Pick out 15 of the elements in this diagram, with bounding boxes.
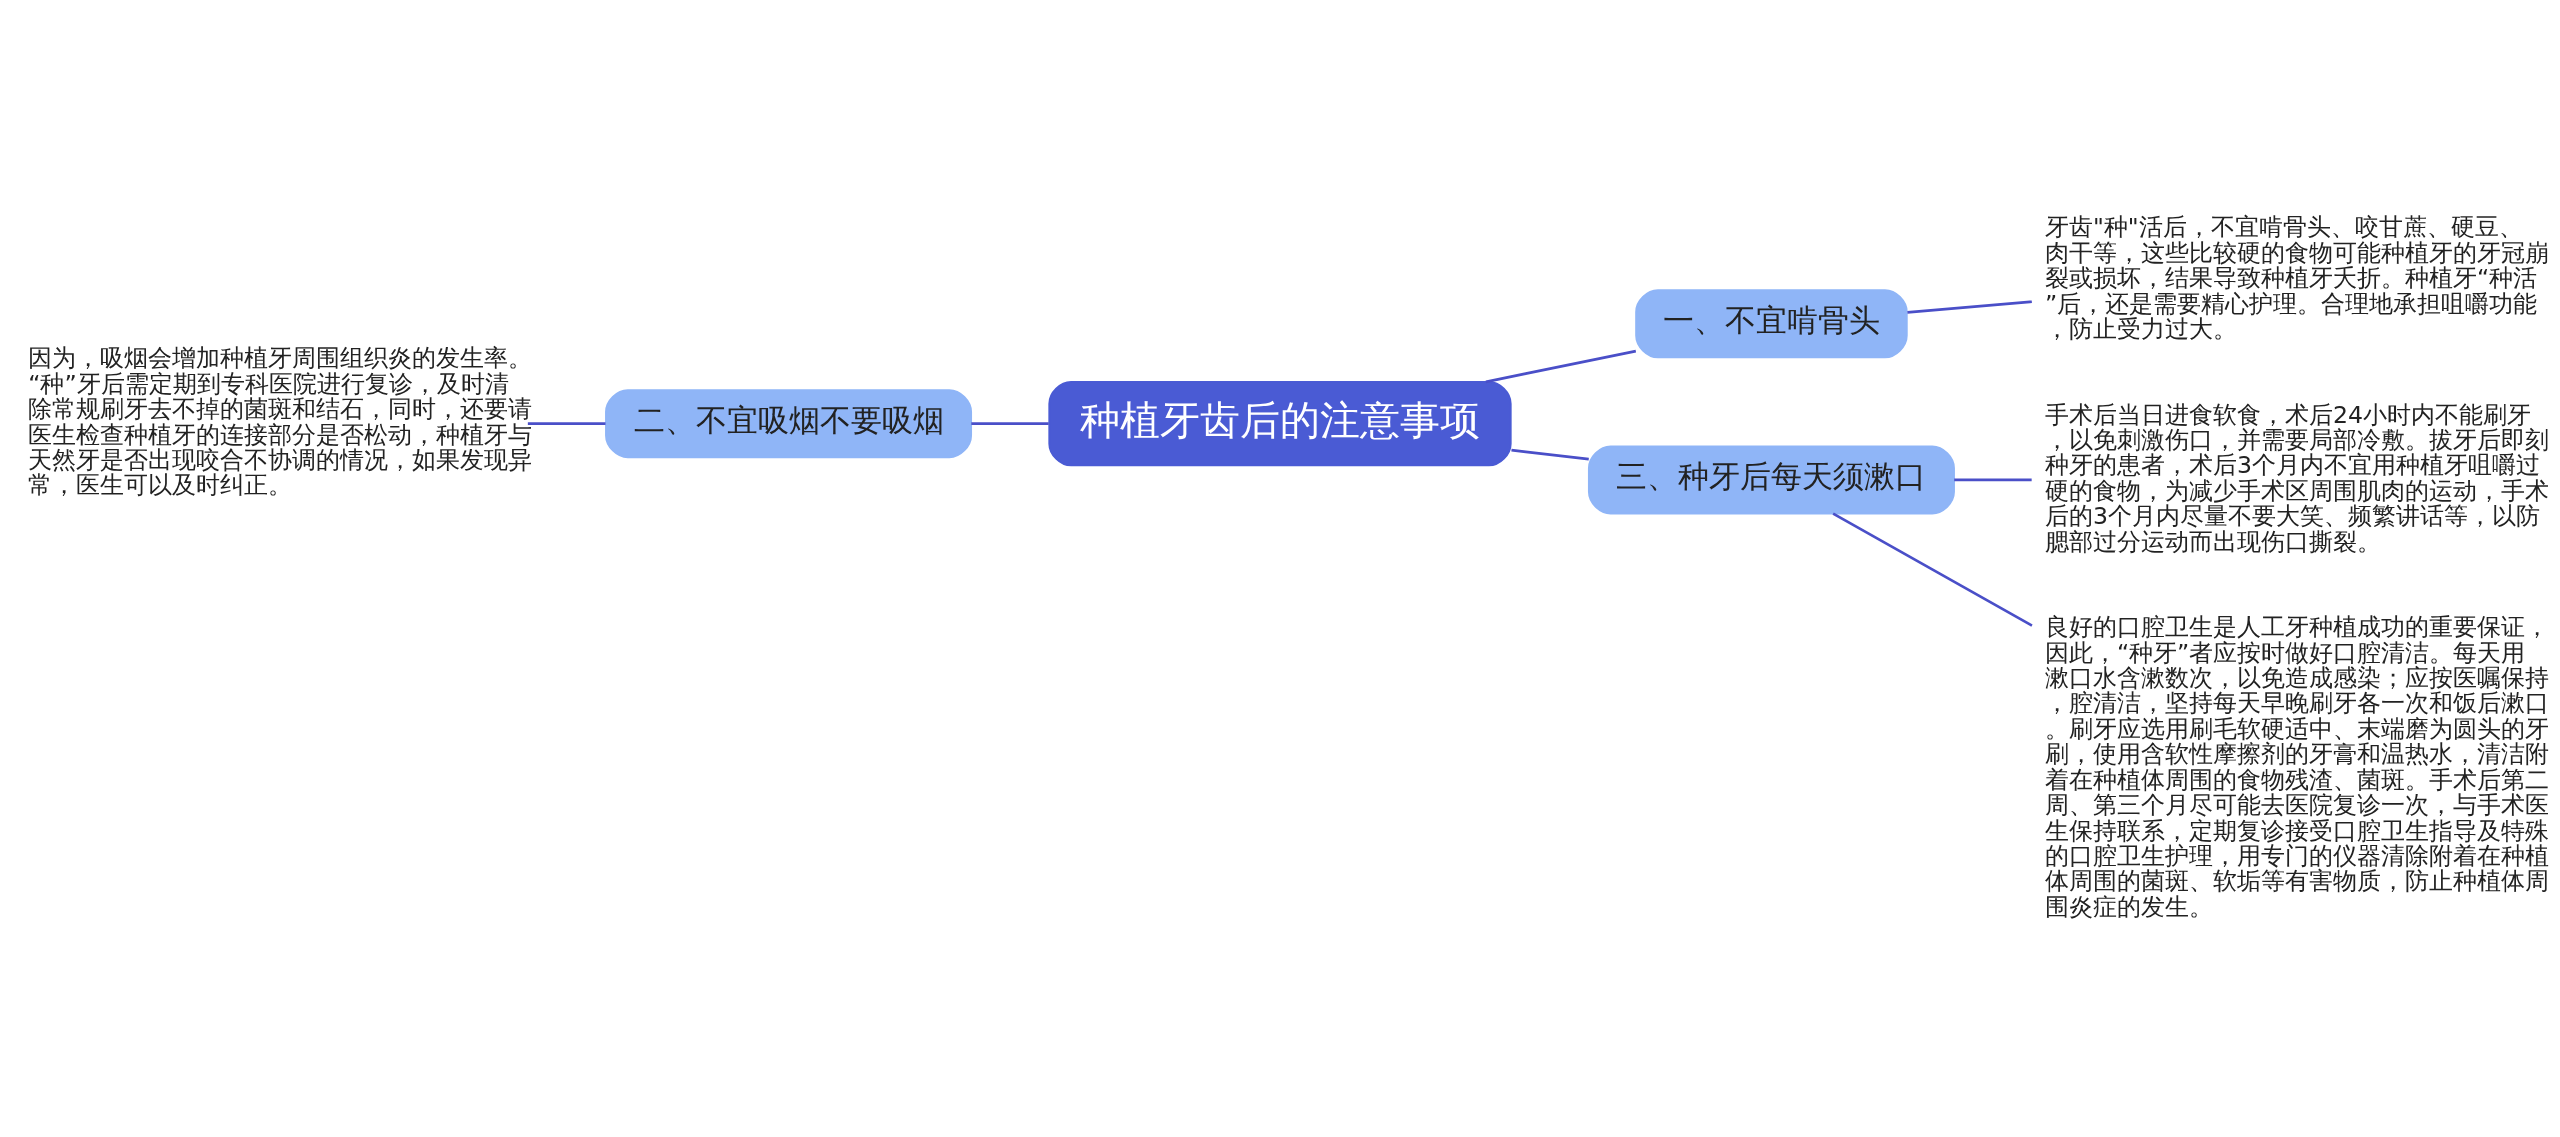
node-box: 三、种牙后每天须漱口 xyxy=(1587,444,1955,514)
connector xyxy=(1485,349,1637,383)
connector xyxy=(1954,478,2032,481)
node-box: 二、不宜吸烟不要吸烟 xyxy=(605,388,973,458)
node-text: 牙齿"种"活后，不宜啃骨头、咬甘蔗、硬豆、肉干等，这些比较硬的食物可能种植牙的牙冠崩裂或损坏，结果导致种植牙夭折。种植牙“种活”后，还是需要精心护理。合理地承担咀嚼功能，防止受力过大。 xyxy=(2044,212,2549,343)
node-box: 种植牙齿后的注意事项 xyxy=(1048,380,1512,466)
node-text: 因为，吸烟会增加种植牙周围组织炎的发生率。“种”牙后需定期到专科医院进行复诊，及时清除常规刷牙去不掉的菌斑和结石，同时，还要请医生检查种植牙的连接部分是否松动，种植牙与天然牙是否出现咬合不协调的情况，如果发现异常，医生可以及时纠正。 xyxy=(28,343,533,499)
node-text: 手术后当日进食软食，术后24小时内不能刷牙，以免刺激伤口，并需要局部冷敷。拔牙后即刻种牙的患者，术后3个月内不宜用种植牙咀嚼过硬的食物，为减少手术区周围肌肉的运动，手术后的3个月内尽量不要大笑、频繁讲话等，以防腮部过分运动而出现伤口撕裂。 xyxy=(2044,400,2549,556)
node-box: 一、不宜啃骨头 xyxy=(1635,288,1908,358)
connector xyxy=(1907,299,2032,314)
node-text: 良好的口腔卫生是人工牙种植成功的重要保证，因此，“种牙”者应按时做好口腔清洁。每天用漱口水含漱数次，以免造成感染；应按医嘱保持，腔清洁，坚持每天早晚刷牙各一次和饭后漱口。刷牙应选用刷毛软硬适中、末端磨为圆头的牙刷，使用含软性摩擦剂的牙膏和温热水，清洁附着在种植体周围的食物残渣、菌斑。手术后第二周、第三个月尽可能去医院复诊一次，与手术医生保持联系，定期复诊接受口腔卫生指导及特殊的口腔卫生护理，用专门的仪器清除附着在种植体周围的菌斑、软垢等有害物质，防止种植体周围炎症的发生。 xyxy=(2044,612,2549,921)
connector xyxy=(1511,448,1589,460)
connector xyxy=(527,421,606,425)
connector xyxy=(971,421,1049,425)
connector xyxy=(1832,512,2033,627)
